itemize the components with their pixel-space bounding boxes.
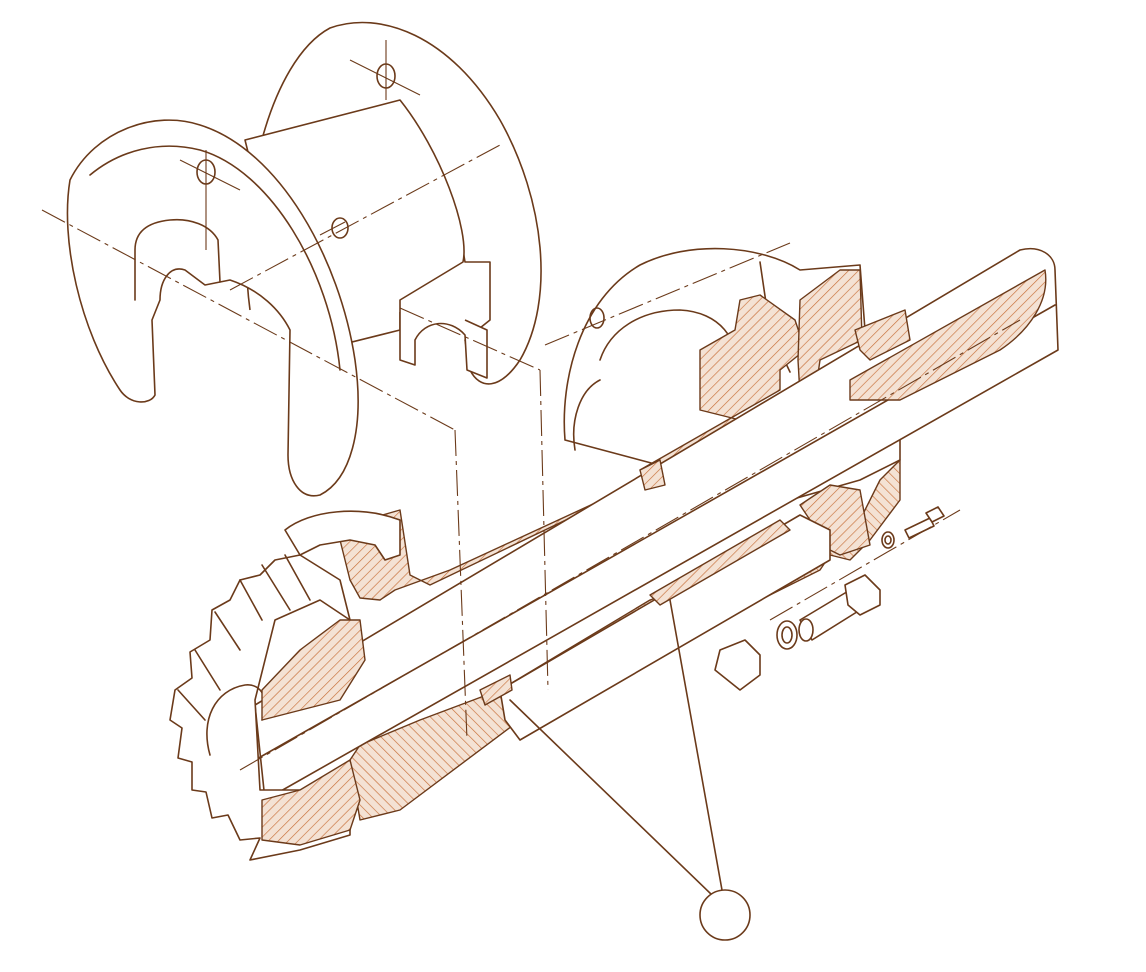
sleeve	[479, 459, 831, 741]
bushing-flange-rim	[89, 145, 341, 371]
bevel-gear	[169, 510, 401, 861]
bolt-small	[904, 506, 945, 539]
housing-foot	[714, 639, 761, 691]
washer-small	[881, 531, 895, 549]
housing-cap-section	[797, 269, 863, 396]
callout	[509, 599, 751, 941]
callout-leader-left	[509, 699, 713, 896]
callout-bubble	[699, 889, 751, 941]
gear-hub-top	[284, 510, 401, 561]
shaft	[254, 248, 1059, 801]
shaft-key-section	[849, 269, 1047, 401]
bushing-keyway	[399, 312, 488, 379]
gear-hub-section	[261, 759, 361, 846]
sleeve-section	[649, 519, 791, 606]
bushing-front-slot	[134, 218, 221, 301]
housing-hole	[589, 307, 605, 329]
shaft-end-cap	[854, 309, 911, 361]
washer-large	[776, 620, 798, 650]
gear-teeth-rim	[169, 554, 351, 861]
bushing-pin-end	[331, 217, 349, 239]
bushing-front-flange	[66, 119, 359, 497]
flanged-bushing	[66, 21, 542, 497]
callout-leader-right	[669, 599, 723, 891]
sleeve-body	[499, 514, 831, 741]
bolt-large-head	[844, 574, 881, 616]
bolt-large	[798, 574, 881, 642]
gear-section	[261, 619, 366, 721]
centerlines	[41, 144, 1021, 771]
